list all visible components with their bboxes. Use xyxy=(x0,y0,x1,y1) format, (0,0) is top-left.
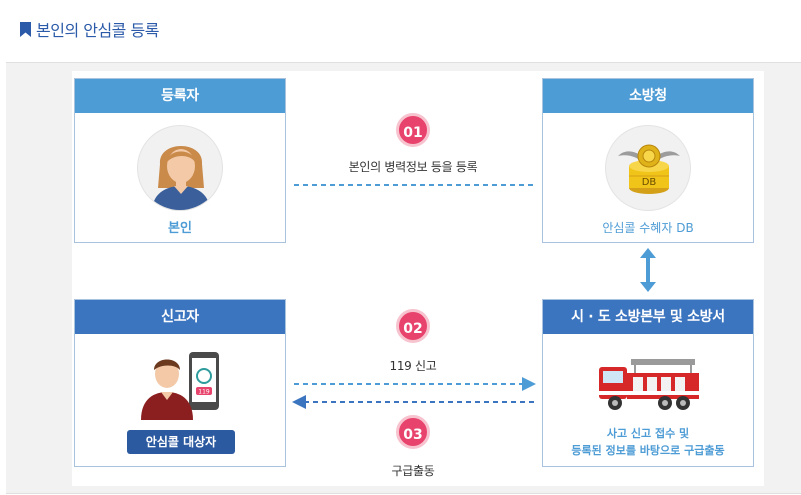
step-01-label: 본인의 병력정보 등을 등록 xyxy=(348,160,478,174)
registrant-card-title: 등록자 xyxy=(75,79,285,113)
page-title-text: 본인의 안심콜 등록 xyxy=(36,21,159,40)
sido-description: 사고 신고 접수 및 등록된 정보를 바탕으로 구급출동 xyxy=(543,425,753,459)
page-title: 본인의 안심콜 등록 xyxy=(20,18,159,40)
fire-truck-icon xyxy=(595,355,703,413)
sido-description-line1: 사고 신고 접수 및 xyxy=(606,427,690,440)
fire-agency-card: 소방청 DB 안심콜 수혜자 DB xyxy=(542,78,754,243)
report-arrow-right xyxy=(294,377,536,391)
step-02-badge: 02 xyxy=(396,309,430,343)
sido-description-line2: 등록된 정보를 바탕으로 구급출동 xyxy=(571,444,725,457)
sido-fire-station-card: 시 · 도 소방본부 및 소방서 사고 신고 접수 및 등록된 정보를 바탕으로… xyxy=(542,299,754,467)
reporter-card: 신고자 119 안심콜 대상자 xyxy=(74,299,286,467)
step-03-label: 구급출동 xyxy=(391,464,435,478)
person-avatar-icon xyxy=(137,125,223,211)
sido-card-title: 시 · 도 소방본부 및 소방서 xyxy=(543,300,753,334)
step-01-badge: 01 xyxy=(396,113,430,147)
fire-agency-card-title: 소방청 xyxy=(543,79,753,113)
caller-with-phone-icon: 119 xyxy=(139,350,225,420)
bookmark-icon xyxy=(20,21,31,37)
dispatch-arrow-left xyxy=(292,395,536,409)
step-02-label: 119 신고 xyxy=(389,359,437,373)
registrant-card: 등록자 본인 xyxy=(74,78,286,243)
phone-screen-text: 119 xyxy=(198,389,210,396)
registrant-self-label: 본인 xyxy=(168,221,192,236)
call-target-badge: 안심콜 대상자 xyxy=(127,430,235,454)
sync-double-arrow-icon xyxy=(640,248,656,292)
register-connector-line xyxy=(294,184,534,186)
reporter-card-title: 신고자 xyxy=(75,300,285,334)
fire-agency-db-label: 안심콜 수혜자 DB xyxy=(602,221,694,235)
database-emblem-icon: DB xyxy=(605,125,691,211)
db-text: DB xyxy=(642,177,657,188)
step-03-badge: 03 xyxy=(396,415,430,449)
